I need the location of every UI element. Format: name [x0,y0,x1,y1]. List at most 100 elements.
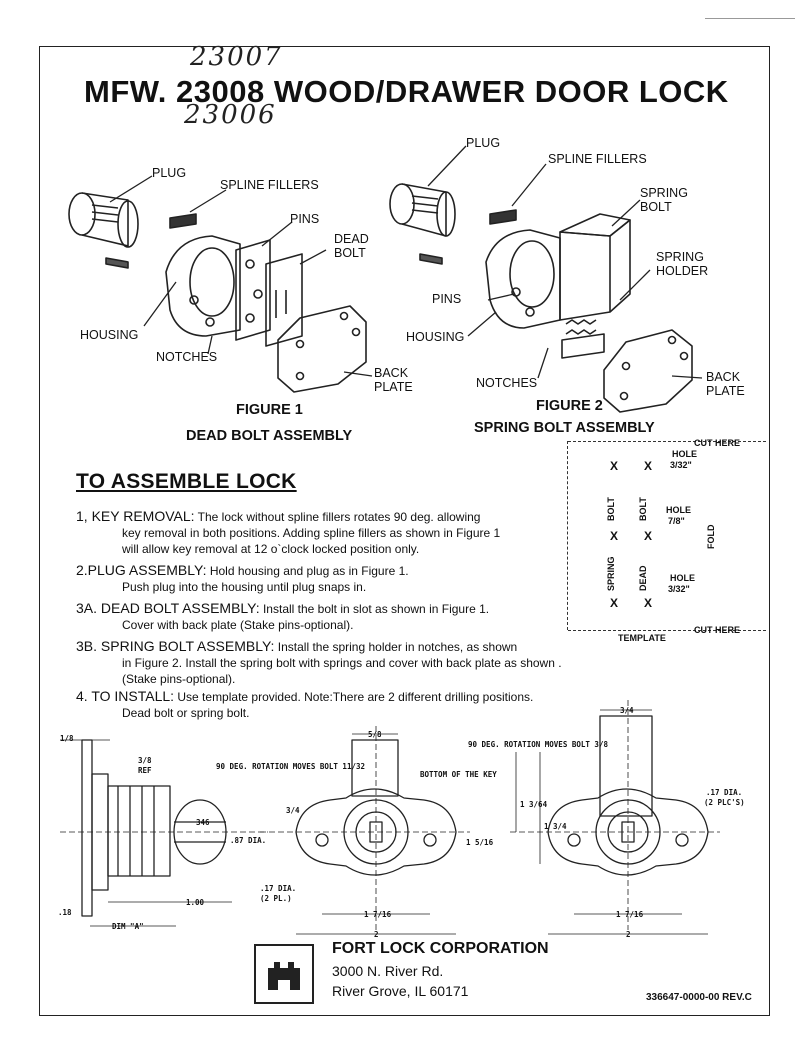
bolt-right-label: BOLT [638,497,648,521]
dim-2b: 2 [626,930,631,939]
company-name: FORT LOCK CORPORATION [332,940,549,957]
step-2-line-1: Push plug into the housing until plug sn… [122,580,367,594]
bottom-of-key: BOTTOM OF THE KEY [420,770,497,779]
hole-2-size: 7/8" [668,516,685,526]
step-3b-head: 3B. SPRING BOLT ASSEMBLY: [76,638,275,654]
fig1-notches-label: NOTCHES [156,350,218,364]
step-2: 2.PLUG ASSEMBLY: Hold housing and plug a… [76,562,576,595]
dim-87-dia: .87 DIA. [230,836,267,845]
step-4-head: 4. TO INSTALL: [76,688,175,704]
step-1-head: 1, KEY REMOVAL: [76,508,195,524]
fig1-back-label: BACK [374,366,409,380]
fold-label: FOLD [706,524,716,550]
template-mark: X [610,459,619,473]
dim-1-7-16b: 1 7/16 [616,910,644,919]
page-border [39,46,770,1016]
hole-1-size: 3/32" [670,460,692,470]
step-1-line-1: key removal in both positions. Adding sp… [122,526,501,540]
figure1-subcaption: DEAD BOLT ASSEMBLY [186,428,353,444]
dim-3-4b: 3/4 [620,706,634,715]
company-logo [254,944,314,1004]
spring-label: SPRING [606,556,616,591]
fig2-spring-label: SPRING [640,186,688,200]
castle-logo-icon [268,962,300,990]
figure2-subcaption: SPRING BOLT ASSEMBLY [474,420,655,436]
template-mark: X [644,596,653,610]
dead-label: DEAD [638,565,648,591]
fig1-housing-label: HOUSING [80,328,139,342]
step-4: 4. TO INSTALL: Use template provided. No… [76,688,636,721]
company-address: 3000 N. River Rd. [332,963,444,979]
dim-5-8: 5/8 [368,730,382,739]
template-mark: X [644,529,653,543]
step-3a: 3A. DEAD BOLT ASSEMBLY: Install the bolt… [76,600,576,633]
side-view-drawing [60,739,268,927]
step-1: 1, KEY REMOVAL: The lock without spline … [76,508,576,557]
handwritten-number-top: 23007 [190,42,283,72]
step-3a-head: 3A. DEAD BOLT ASSEMBLY: [76,600,260,616]
dim-1-3-4: 1 3/4 [544,822,567,831]
fig2-pins-label: PINS [432,292,462,306]
step-3a-line-1: Cover with back plate (Stake pins-option… [122,618,354,632]
step-3b-line-1: in Figure 2. Install the spring bolt wit… [122,656,562,670]
fig2-housing-label: HOUSING [406,330,465,344]
dim-17-dia-b: .17 DIA. [706,788,743,797]
fig1-dead-label: DEAD [334,232,369,246]
bolt-left-label: BOLT [606,497,616,521]
fig2-spline-fillers-label: SPLINE FILLERS [548,152,647,166]
figure1-caption: FIGURE 1 [236,402,303,418]
dim-3-8: 3/8 [138,756,152,765]
fig1-pins-label: PINS [290,212,320,226]
dim-2-plcs: (2 PLC'S) [704,798,745,807]
step-1-text: The lock without spline fillers rotates … [194,510,481,524]
hole-2-label: HOLE [666,505,692,515]
rotation-note-1: 90 DEG. ROTATION MOVES BOLT 11/32 [216,762,366,771]
fig2-notches-label: NOTCHES [476,376,538,390]
fig2-holder-label: HOLDER [656,264,709,278]
figure2-caption: FIGURE 2 [536,398,603,414]
handwritten-number-bottom: 23006 [184,100,277,130]
fig2-plate-label: PLATE [706,384,745,398]
company-city: River Grove, IL 60171 [332,983,469,999]
fig1-plate-label: PLATE [374,380,413,394]
dim-1-7-16: 1 7/16 [364,910,392,919]
dim-1-00: 1.00 [186,898,205,907]
step-3b-text: Install the spring holder in notches, as… [274,640,518,654]
fig2-plug-label: PLUG [466,136,501,150]
page-title: MFW. 23008 WOOD/DRAWER DOOR LOCK [84,74,729,109]
step-3a-text: Install the bolt in slot as shown in Fig… [259,602,490,616]
fig2-back-label: BACK [706,370,741,384]
spring-bolt-front-view [510,700,720,935]
cut-here-top: CUT HERE [694,438,741,448]
dim-17-dia: .17 DIA. [260,884,297,893]
fig1-bolt-label: BOLT [334,246,366,260]
document-number: 336647-0000-00 REV.C [646,992,752,1003]
dim-3-4: 3/4 [286,806,300,815]
hole-3-label: HOLE [670,573,696,583]
dim-a: DIM "A" [112,922,144,931]
figure2-drawing [389,145,703,413]
step-1-line-2: will allow key removal at 12 o`clock loc… [122,542,420,556]
hole-3-size: 3/32" [668,584,690,594]
top-edge-line [705,18,795,19]
dim-1-3-64: 1 3/64 [520,800,548,809]
fig2-spring-holder-label: SPRING [656,250,704,264]
template-mark: X [644,459,653,473]
dim-18: .18 [58,908,72,917]
dead-bolt-front-view [260,726,470,935]
template-mark: X [610,596,619,610]
step-2-head: 2.PLUG ASSEMBLY: [76,562,207,578]
key-number: 346 [196,818,210,827]
dim-2: 2 [374,930,379,939]
step-2-text: Hold housing and plug as in Figure 1. [206,564,409,578]
figure1-drawing [68,175,373,393]
fig1-plug-label: PLUG [152,166,187,180]
hole-1-label: HOLE [672,449,698,459]
assemble-heading: TO ASSEMBLE LOCK [76,470,297,493]
dim-1-8: 1/8 [60,734,74,743]
fig1-spline-fillers-label: SPLINE FILLERS [220,178,319,192]
template-mark: X [610,529,619,543]
dim-2-pl: (2 PL.) [260,894,292,903]
step-4-line-1: Dead bolt or spring bolt. [122,706,250,720]
dim-ref: REF [138,766,152,775]
